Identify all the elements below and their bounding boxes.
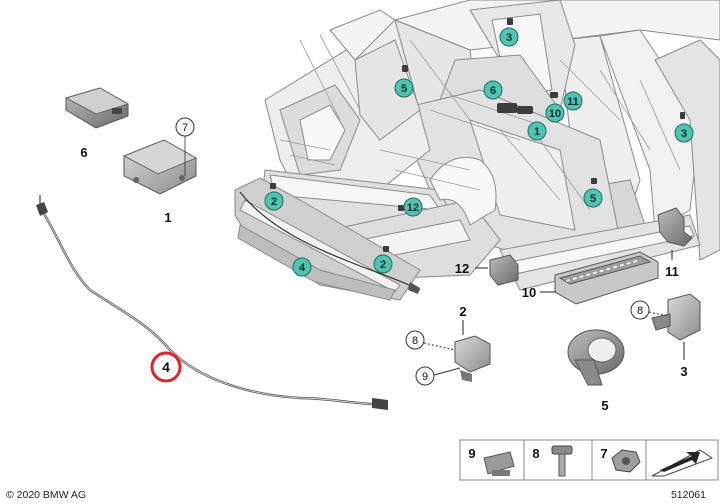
callout-9-left: 9: [422, 371, 428, 383]
part-3-sensor: 8 3: [630, 293, 701, 379]
label-5: 5: [601, 398, 608, 413]
fastener-legend: 9 8 7: [459, 439, 719, 481]
svg-text:11: 11: [567, 96, 579, 108]
marker-6: 6: [483, 80, 503, 100]
clip-nut-icon: [483, 451, 515, 475]
marker-3-top: 3: [499, 27, 519, 47]
marker-3-right: 3: [674, 123, 694, 143]
svg-text:6: 6: [490, 85, 496, 97]
marker-2-left: 2: [264, 191, 284, 211]
label-10: 10: [522, 285, 536, 300]
copyright: © 2020 BMW AG: [6, 489, 86, 501]
legend-label-8: 8: [532, 446, 539, 461]
marker-5-upper: 5: [394, 78, 414, 98]
callout-8-right: 8: [637, 305, 643, 317]
position-markers: 3 5 6 11 10 1 3 5 2 12 4 2: [264, 27, 694, 277]
highlight-ring: [150, 351, 182, 383]
marker-4: 4: [292, 257, 312, 277]
part-10-bracket: 10: [522, 251, 659, 305]
diagram-number: 512061: [671, 489, 706, 501]
harness-connector: [408, 282, 420, 294]
part-4-sensor-cable: 4: [36, 195, 388, 410]
svg-text:10: 10: [549, 108, 561, 120]
label-6: 6: [80, 145, 87, 160]
part-5-grommet: 5: [567, 329, 625, 413]
callout-8-left: 8: [412, 335, 418, 347]
svg-text:1: 1: [534, 126, 540, 138]
part-2-crash-sensor: 2 8 9: [405, 304, 491, 386]
car-body-structure: [234, 0, 720, 301]
legend-label-9: 9: [468, 446, 475, 461]
bumper-sensor-harness: [239, 191, 421, 291]
label-2: 2: [459, 304, 466, 319]
part-1-airbag-module: 7 1: [122, 117, 198, 225]
part-6-control-unit: 6: [64, 87, 130, 160]
part-11-bracket: 11: [657, 207, 693, 279]
marker-10: 10: [545, 103, 565, 123]
svg-text:4: 4: [299, 262, 306, 274]
marker-12: 12: [403, 197, 423, 217]
svg-text:5: 5: [590, 193, 596, 205]
body-sensor-mounts: [270, 18, 685, 252]
svg-text:2: 2: [380, 259, 386, 271]
svg-text:3: 3: [506, 32, 512, 44]
label-12: 12: [455, 261, 469, 276]
marker-2-right: 2: [373, 254, 393, 274]
part-12-sensor: 12: [455, 254, 519, 286]
label-3: 3: [680, 364, 687, 379]
marker-11: 11: [563, 91, 583, 111]
svg-text:2: 2: [271, 196, 277, 208]
label-4: 4: [162, 359, 170, 375]
label-11: 11: [665, 264, 679, 279]
marker-1: 1: [527, 121, 547, 141]
svg-text:5: 5: [401, 83, 407, 95]
callout-7: 7: [182, 122, 188, 134]
label-1: 1: [164, 210, 171, 225]
bolt-icon: [551, 445, 573, 455]
marker-5-lower: 5: [583, 188, 603, 208]
svg-text:3: 3: [681, 128, 687, 140]
svg-text:12: 12: [407, 202, 419, 214]
legend-label-7: 7: [600, 446, 607, 461]
